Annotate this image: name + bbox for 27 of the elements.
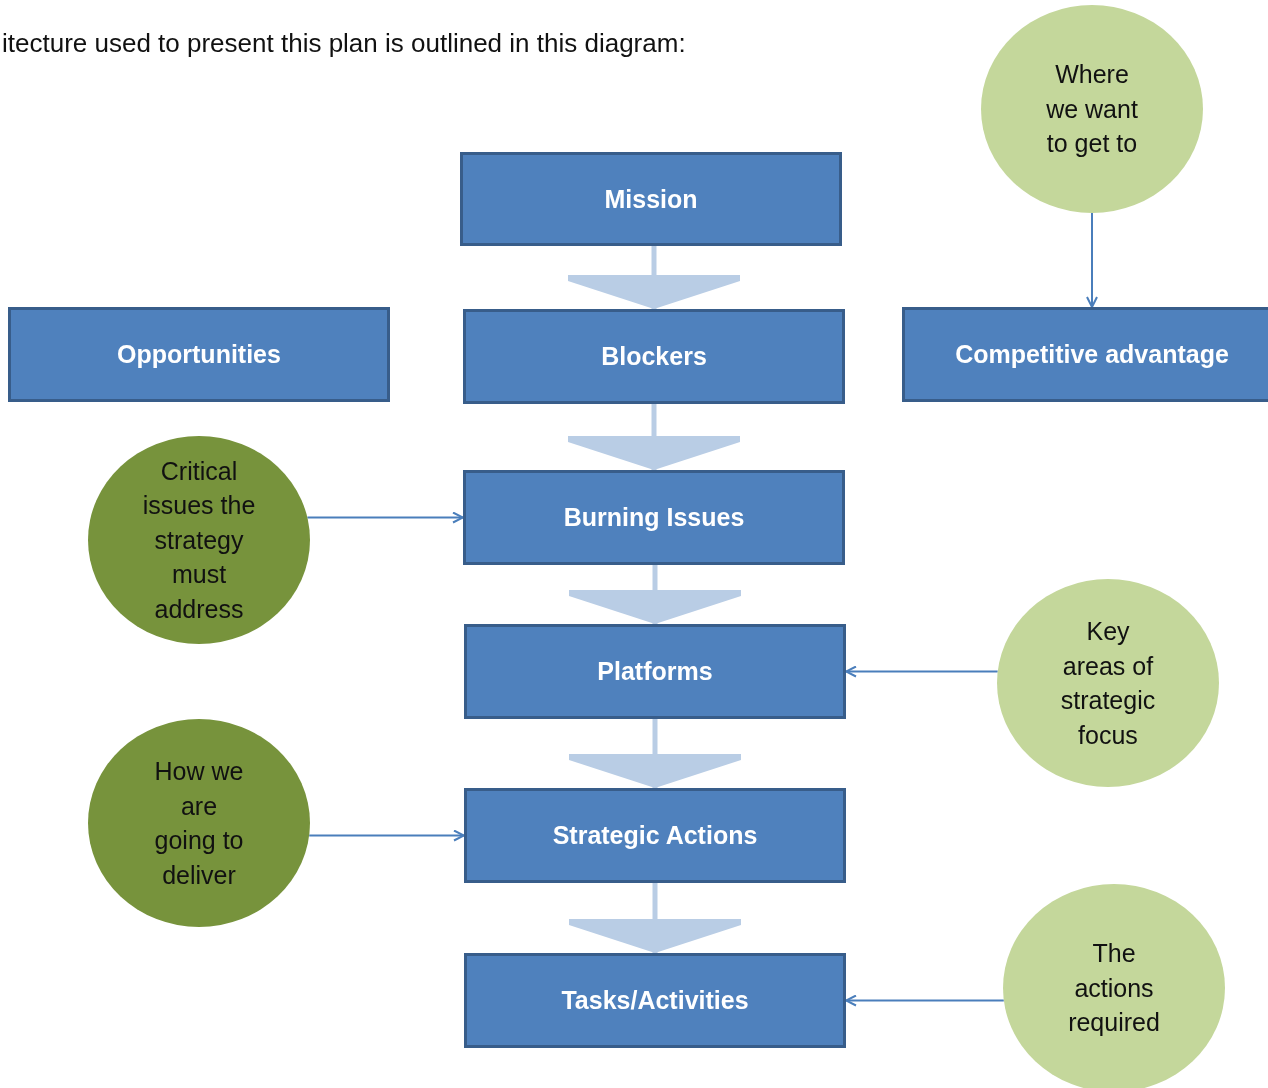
process-box: [463, 309, 845, 404]
box-title: Opportunities: [117, 340, 281, 369]
arrow: [308, 829, 465, 842]
arrow: [845, 665, 999, 678]
box-title: Blockers: [601, 342, 707, 371]
box-title: Strategic Actions: [552, 821, 758, 850]
circle-text: Critical issues the strategy must address: [141, 455, 257, 625]
box-title: Tasks/Activities: [561, 986, 749, 1015]
arrow: [306, 511, 464, 524]
arrow: [1086, 212, 1098, 308]
circle-text: How we are going to deliver: [153, 756, 245, 891]
process-box: [464, 953, 846, 1048]
box-title: Mission: [604, 184, 698, 214]
process-box: [464, 624, 846, 719]
box-title: Burning Issues: [563, 503, 745, 532]
box-title: Platforms: [597, 657, 713, 686]
circle-text: Where we want to get to: [1045, 59, 1139, 160]
circle-text: The actions required: [1067, 938, 1161, 1039]
circle-text: Key areas of strategic focus: [1059, 616, 1157, 751]
process-box: [902, 307, 1268, 402]
intro-text: itecture used to present this plan is outlined in this diagram:: [2, 28, 686, 59]
process-box: [8, 307, 390, 402]
process-box: [463, 470, 845, 565]
box-title: Competitive advantage: [955, 340, 1229, 369]
arrow: [845, 994, 1005, 1007]
process-box: [464, 788, 846, 883]
process-box: [460, 152, 842, 246]
